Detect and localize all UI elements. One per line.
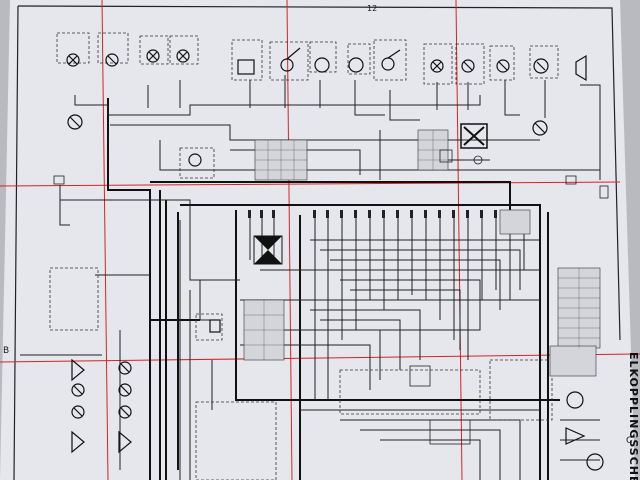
drawing-frame-left — [13, 5, 19, 480]
main-harness-bundle — [107, 98, 560, 480]
grid-label-b: B — [3, 346, 9, 356]
connector-pin-hatching — [244, 130, 600, 360]
drawing-frame-top-right — [17, 5, 621, 341]
diagram-side-title: ELKOPPLINGSSCHEMA — [627, 352, 640, 480]
grid-label-12: 12 — [367, 4, 377, 13]
bus-pin-strip — [248, 210, 497, 218]
grid-label-c: C — [626, 436, 632, 446]
wire-network — [20, 75, 601, 480]
flasher-relay-symbol — [253, 235, 283, 265]
connector-markers — [53, 149, 609, 445]
component-symbols — [66, 47, 604, 471]
